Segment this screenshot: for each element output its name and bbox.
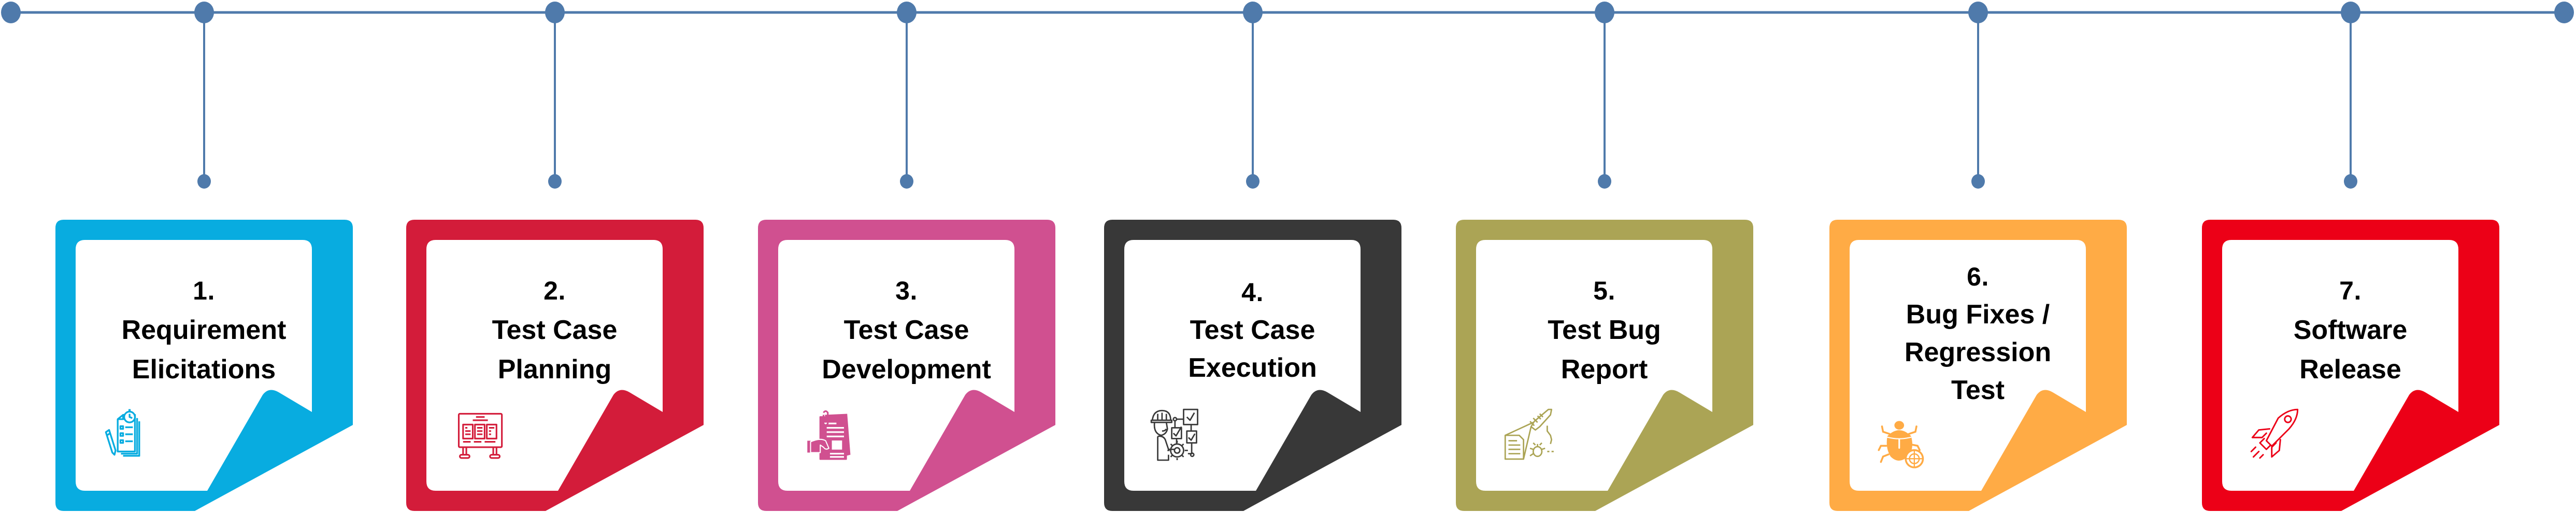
timeline-node [1595, 2, 1614, 23]
card-page [426, 240, 663, 491]
step-title-line: Test Bug [1548, 315, 1661, 345]
step-text: 7. Software Release [2222, 260, 2479, 400]
timeline-start-node [1, 2, 21, 23]
timeline-node [194, 2, 214, 23]
step-text: 4. Test Case Execution [1124, 260, 1381, 400]
card-page [1124, 240, 1361, 491]
connector-end-node [1598, 174, 1611, 189]
timeline-connector-4 [1243, 2, 1263, 189]
step-number: 3. [895, 276, 918, 305]
step-title-line: Release [2299, 354, 2401, 385]
timeline-connector-1 [194, 2, 214, 189]
card-page [1476, 240, 1712, 491]
step-text: 2. Test Case Planning [426, 260, 683, 400]
timeline-node [545, 2, 565, 23]
step-number: 4. [1241, 277, 1264, 307]
step-title-line: Test Case [492, 315, 618, 345]
step-title-line: Planning [497, 354, 612, 385]
timeline-connector-3 [897, 2, 917, 189]
document-development-icon [804, 407, 858, 461]
step-title-line: Regression [1904, 337, 2052, 367]
timeline-connector-6 [1968, 2, 1988, 189]
timeline-node [897, 2, 917, 23]
connector-end-node [197, 174, 211, 189]
timeline-node [1968, 2, 1988, 23]
step-title-line: Test Case [843, 315, 969, 345]
timeline-connector-7 [2341, 2, 2360, 189]
engineer-workflow-icon [1150, 407, 1205, 461]
step-title-line: Bug Fixes / [1906, 300, 2050, 330]
requirements-checklist-icon [101, 407, 156, 461]
timeline [1, 2, 2574, 189]
card-page [2222, 240, 2458, 491]
step-card-7: 7. Software Release [2202, 220, 2499, 511]
step-number: 7. [2339, 276, 2362, 305]
timeline-node [1243, 2, 1263, 23]
step-title-line: Software [2293, 315, 2408, 345]
step-title-line: Test Case [1190, 315, 1315, 345]
step-card-2: 2. Test Case Planning [406, 220, 704, 511]
timeline-node [2341, 2, 2360, 23]
step-title-line: Test [1951, 375, 2005, 405]
rocket-icon [2248, 407, 2302, 461]
step-card-4: 4. Test Case Execution [1104, 220, 1401, 511]
step-title-line: Development [822, 354, 991, 385]
step-title-line: Elicitations [132, 354, 276, 385]
step-number: 5. [1593, 276, 1615, 305]
timeline-connector-2 [545, 2, 565, 189]
connector-end-node [1971, 174, 1985, 189]
step-title-line: Requirement [121, 315, 287, 345]
step-number: 6. [1967, 262, 1989, 291]
step-text: 6. Bug Fixes / Regression Test [1850, 256, 2106, 411]
timeline-connector-5 [1595, 2, 1614, 189]
card-frame [2202, 220, 2499, 511]
step-text: 5. Test Bug Report [1476, 260, 1733, 400]
bug-target-icon [1875, 416, 1930, 470]
step-number: 2. [543, 276, 566, 305]
connector-end-node [548, 174, 562, 189]
bug-scan-report-icon [1501, 407, 1556, 461]
step-number: 1. [193, 276, 215, 305]
connector-end-node [1246, 174, 1260, 189]
card-page [1850, 240, 2086, 491]
card-frame [1456, 220, 1753, 511]
step-text: 3. Test Case Development [778, 260, 1035, 400]
connector-end-node [900, 174, 913, 189]
step-card-5: 5. Test Bug Report [1456, 220, 1753, 511]
step-card-1: 1. Requirement Elicitations [55, 220, 353, 511]
connector-end-node [2344, 174, 2357, 189]
planning-board-icon [452, 407, 507, 461]
step-card-6: 6. Bug Fixes / Regression Test [1829, 220, 2127, 511]
step-title-line: Report [1561, 354, 1648, 385]
step-title-line: Execution [1188, 352, 1317, 383]
timeline-end-node [2554, 2, 2574, 23]
step-card-3: 3. Test Case Development [758, 220, 1055, 511]
step-text: 1. Requirement Elicitations [76, 260, 332, 400]
